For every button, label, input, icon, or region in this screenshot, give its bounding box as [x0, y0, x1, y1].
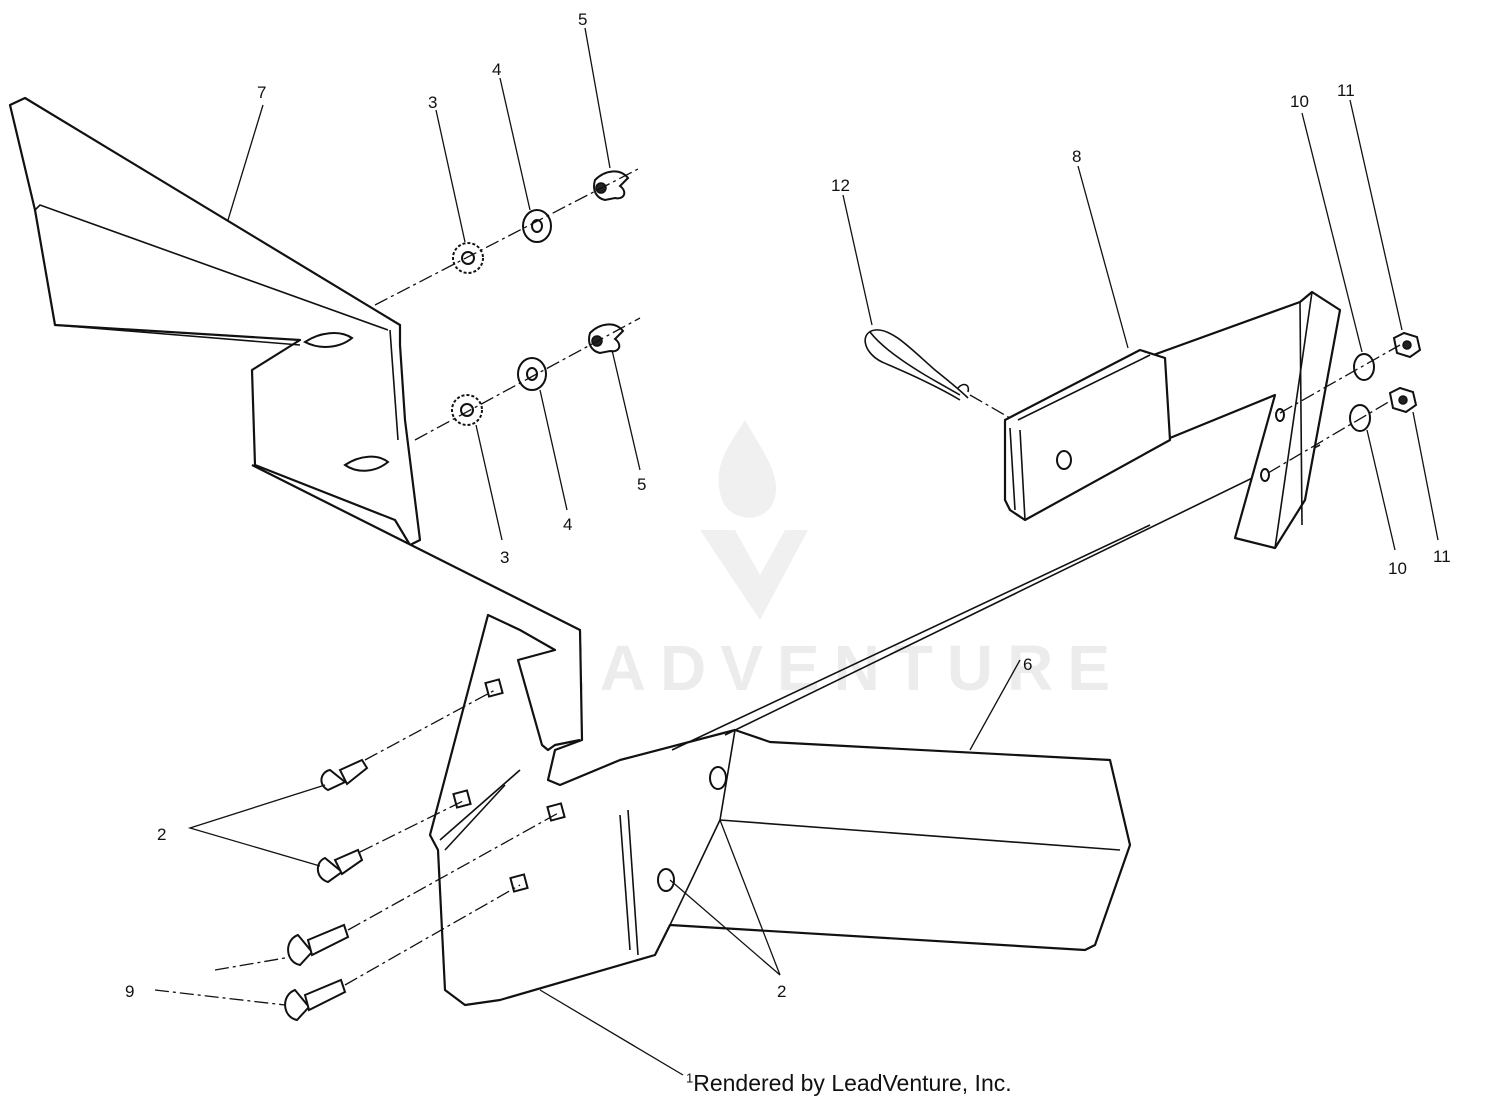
- part-8-hitch-bar: [1003, 290, 1342, 550]
- part-7-angle-bracket: [8, 96, 422, 547]
- watermark: LEADVENTURE: [490, 420, 1124, 704]
- carriage-bolt-9-upper: [287, 923, 350, 967]
- hitch-pin-hole: [1056, 450, 1072, 470]
- callout-8: 8: [1072, 147, 1081, 166]
- callout-12: 12: [831, 176, 850, 195]
- leader-lines: [154, 27, 1439, 1076]
- bracket-slot-upper: [303, 332, 354, 348]
- callout-4-lower: 4: [563, 515, 572, 534]
- frame-hole-upper: [709, 766, 727, 790]
- callout-5-lower: 5: [637, 475, 646, 494]
- part-6-frame: [251, 444, 1321, 1007]
- callout-10-lower: 10: [1388, 559, 1407, 578]
- callout-5-upper: 5: [578, 10, 587, 29]
- callout-10-upper: 10: [1290, 92, 1309, 111]
- lock-washer-10-lower: [1349, 404, 1371, 432]
- callout-11-lower: 11: [1433, 547, 1451, 566]
- callout-2-left: 2: [157, 825, 166, 844]
- bracket-slot-lower: [343, 455, 390, 472]
- render-credit: 1Rendered by LeadVenture, Inc.: [686, 1070, 1012, 1097]
- credit-text: Rendered by LeadVenture, Inc.: [693, 1070, 1012, 1096]
- lock-washer-10-upper: [1353, 353, 1375, 381]
- callout-3-upper: 3: [428, 93, 437, 112]
- bolts: [284, 758, 369, 1022]
- callout-7: 7: [257, 83, 266, 102]
- hardware-upper: [452, 170, 630, 274]
- frame-hole-lower: [657, 868, 675, 892]
- callout-4-upper: 4: [492, 60, 501, 79]
- hardware-right: [1349, 331, 1422, 432]
- carriage-bolt-9-lower: [284, 978, 347, 1022]
- flame-icon: [718, 420, 777, 518]
- hardware-lower: [451, 323, 625, 426]
- assembly-lines: [344, 167, 1401, 986]
- callout-6: 6: [1023, 655, 1032, 674]
- footnote-mark: 1: [686, 1070, 694, 1086]
- callout-2-right: 2: [777, 982, 786, 1001]
- square-hole-1: [484, 678, 504, 698]
- callout-9: 9: [125, 982, 134, 1001]
- callout-3-lower: 3: [500, 548, 509, 567]
- part-12-hitch-pin-clip: [864, 329, 970, 401]
- carriage-bolt-2-upper: [320, 758, 369, 792]
- callout-11-upper: 11: [1337, 81, 1355, 100]
- v-logo-icon: [700, 530, 808, 620]
- callouts: 7 3 4 5 3 4 5 12 8 10 11 10 11 6 2 2 9: [125, 10, 1451, 1001]
- carriage-bolt-2-lower: [316, 848, 364, 884]
- watermark-text: LEADVENTURE: [490, 632, 1124, 704]
